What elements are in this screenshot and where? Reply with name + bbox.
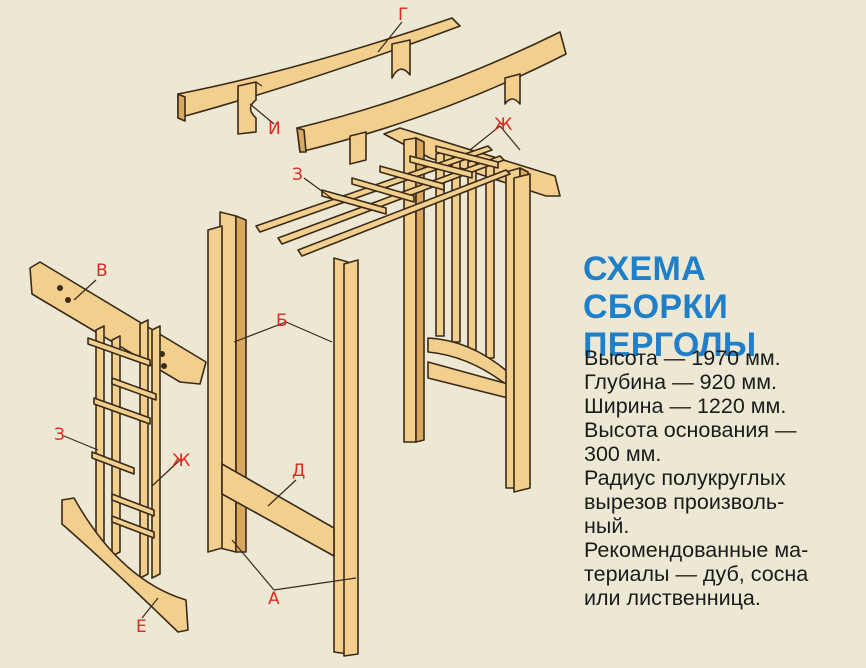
- label-d: Д: [292, 461, 305, 481]
- label-v: В: [96, 261, 108, 281]
- spec-line: 300 мм.: [584, 442, 662, 466]
- label-i: И: [268, 119, 281, 139]
- label-b: Б: [276, 311, 288, 331]
- spec-line: териалы — дуб, сосна: [584, 562, 809, 586]
- label-z-top: З: [292, 165, 303, 185]
- bolt-hole-4: [161, 363, 167, 369]
- label-a: А: [268, 589, 280, 609]
- specifications: Высота — 1970 мм. Глубина — 920 мм. Шири…: [584, 346, 864, 610]
- spec-line: Высота основания —: [584, 418, 797, 442]
- label-zh-top: Ж: [494, 115, 512, 135]
- spec-line: ный.: [584, 514, 630, 538]
- spec-line: или лиственница.: [584, 586, 761, 610]
- label-e: Е: [136, 617, 147, 637]
- spec-line: Высота — 1970 мм.: [584, 346, 781, 370]
- top-beam-g: [177, 17, 461, 135]
- label-zh-left: Ж: [172, 451, 190, 471]
- front-posts: [207, 211, 359, 657]
- top-slats: [255, 145, 511, 257]
- spec-line: Рекомендованные ма-: [584, 538, 809, 562]
- bolt-hole-2: [65, 297, 71, 303]
- bolt-hole-1: [57, 285, 63, 291]
- title-line-2: ПЕРГОЛЫ: [583, 326, 757, 364]
- top-beam-second: [296, 31, 567, 165]
- spec-line: Ширина — 1220 мм.: [584, 394, 787, 418]
- spec-line: Радиус полукруглых: [584, 466, 786, 490]
- title-line-1: СХЕМА СБОРКИ: [583, 250, 729, 326]
- leader-lines: [63, 21, 521, 619]
- part-labels: Г И Ж З В Б З Ж Д А Е: [54, 5, 512, 637]
- label-z-left: З: [54, 425, 65, 445]
- rear-frame: [383, 127, 561, 493]
- label-g: Г: [398, 5, 408, 25]
- page-title: СХЕМА СБОРКИ ПЕРГОЛЫ: [583, 250, 853, 364]
- spec-line: Глубина — 920 мм.: [584, 370, 777, 394]
- spec-line: вырезов произволь-: [584, 490, 785, 514]
- left-side-frame: [29, 261, 207, 633]
